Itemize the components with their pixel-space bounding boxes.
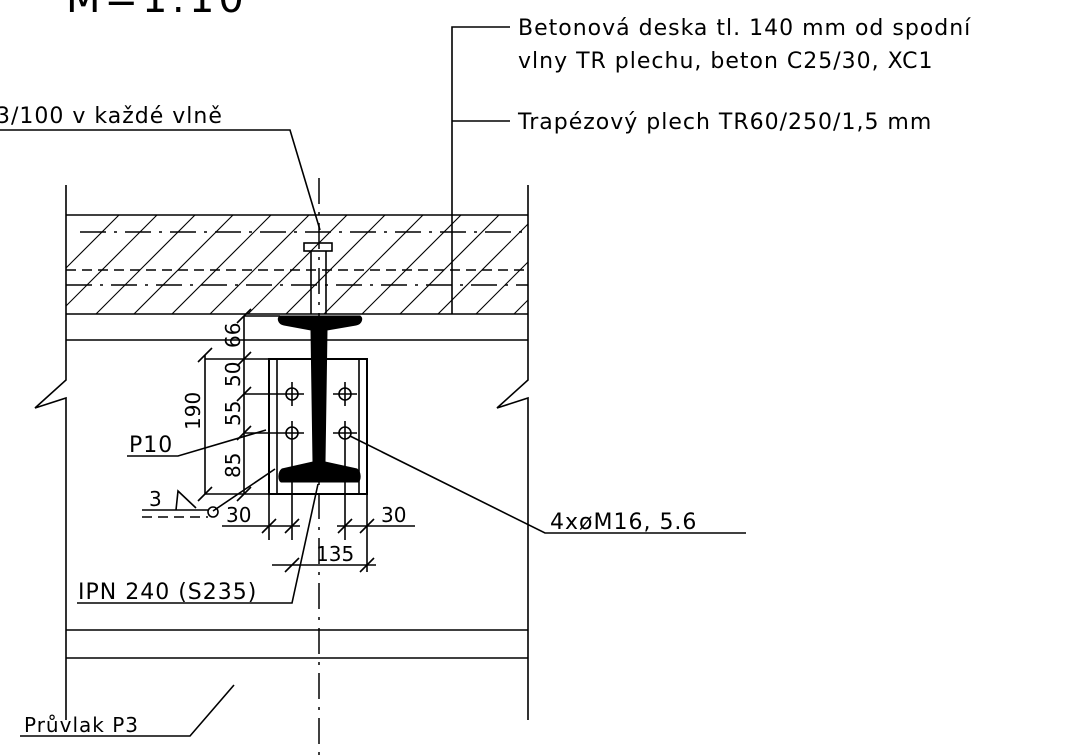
- dimension-66: 66: [221, 323, 245, 348]
- beam-label: IPN 240 (S235): [78, 580, 257, 605]
- slab-label-line1: Betonová deska tl. 140 mm od spodní: [518, 16, 971, 41]
- bolt: [280, 382, 304, 406]
- slab-label-line2: vlny TR plechu, beton C25/30, XC1: [518, 49, 934, 74]
- horizontal-dimensions: 30 30 135: [222, 445, 415, 573]
- dimension-55: 55: [221, 401, 245, 426]
- slab-hatching: [66, 215, 528, 314]
- dimension-50: 50: [221, 362, 245, 387]
- dimension-135: 135: [316, 542, 354, 566]
- stud-label: 3/100 v každé vlně: [0, 104, 223, 129]
- vertical-dimensions: 190 66 50 55 85: [181, 308, 280, 502]
- bolt: [280, 421, 304, 445]
- leader-lines: [0, 26, 746, 737]
- bolts: [280, 382, 357, 445]
- bolts-label: 4xøM16, 5.6: [550, 510, 697, 535]
- plate-label: P10: [129, 433, 173, 458]
- ipn-beam-section: [277, 315, 363, 483]
- girder-label: Průvlak P3: [24, 713, 139, 737]
- scale-label: M=1:10: [66, 0, 248, 22]
- deck-label: Trapézový plech TR60/250/1,5 mm: [517, 110, 932, 135]
- bolt: [333, 382, 357, 406]
- end-plate: [268, 358, 368, 495]
- weld-size-label: 3: [149, 487, 162, 511]
- bolt: [333, 421, 357, 445]
- weld-symbol: 3: [142, 468, 276, 518]
- dimension-85: 85: [221, 453, 245, 478]
- concrete-slab: [66, 214, 528, 315]
- dimension-190: 190: [181, 392, 205, 430]
- girder-outline: [34, 185, 529, 720]
- dimension-30-right: 30: [381, 503, 406, 527]
- dimension-30-left: 30: [226, 503, 251, 527]
- shear-stud: [303, 242, 333, 314]
